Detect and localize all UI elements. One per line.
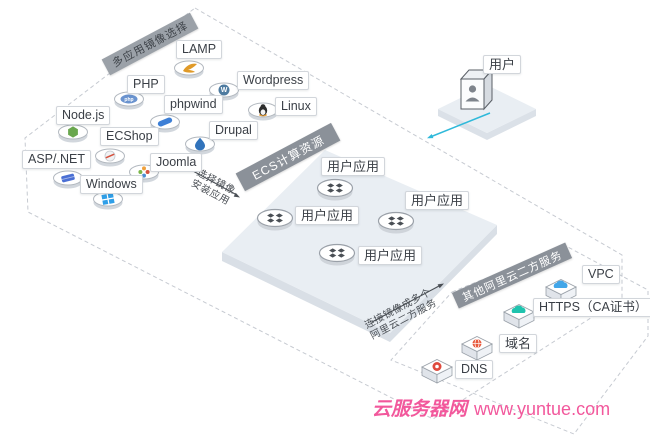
connect-arrow	[371, 283, 444, 323]
label-joomla: Joomla	[150, 153, 203, 172]
label-phpwind: phpwind	[164, 95, 223, 114]
lamp-icon	[174, 60, 204, 79]
linux-icon	[248, 102, 278, 121]
ecshop-icon	[95, 148, 125, 167]
label-domain: 域名	[499, 334, 538, 353]
nodejs-icon	[58, 124, 88, 143]
label-php: PHP	[127, 75, 165, 94]
user-platform-edge	[438, 109, 536, 140]
label-user-app-4: 用户应用	[358, 246, 423, 265]
label-wordpress: Wordpress	[237, 71, 310, 90]
aspnet-icon	[53, 170, 83, 189]
install-arrow	[192, 170, 240, 198]
label-user: 用户	[483, 55, 522, 74]
label-linux: Linux	[275, 97, 317, 116]
wordpress-icon: W	[209, 82, 239, 101]
user-icon	[459, 68, 494, 111]
user-to-ecs-arrow	[427, 112, 491, 139]
phpwind-icon	[150, 114, 180, 133]
outer-dashed-outline	[24, 7, 623, 420]
label-vpc: VPC	[582, 265, 620, 284]
php-icon: php	[114, 91, 144, 110]
watermark-url: www.yuntue.com	[474, 399, 611, 419]
label-ecshop: ECShop	[100, 127, 159, 146]
label-dns: DNS	[455, 360, 494, 379]
label-drupal: Drupal	[209, 121, 258, 140]
user-app-icon-2	[377, 211, 415, 235]
label-nodejs: Node.js	[56, 106, 111, 125]
watermark-site-name: 云服务器网	[372, 398, 468, 420]
label-user-app-1: 用户应用	[321, 157, 386, 176]
dns-icon	[421, 359, 453, 384]
label-user-app-2: 用户应用	[405, 191, 470, 210]
label-https: HTTPS（CA证书）	[533, 298, 650, 317]
user-app-icon-1	[316, 178, 354, 202]
domain-icon	[461, 336, 493, 361]
drupal-icon	[185, 136, 215, 155]
ecs-platform-edge	[222, 225, 497, 342]
label-user-app-3: 用户应用	[295, 206, 360, 225]
user-app-icon-4	[318, 243, 356, 267]
https-icon	[503, 304, 535, 329]
joomla-icon	[129, 164, 159, 183]
label-aspnet: ASP/.NET	[22, 150, 91, 169]
label-windows: Windows	[80, 175, 143, 194]
svg-text:php: php	[124, 97, 133, 103]
label-lamp: LAMP	[176, 40, 223, 59]
windows-icon	[93, 191, 123, 210]
svg-text:W: W	[221, 87, 228, 94]
watermark: 云服务器网 www.yuntue.com	[372, 394, 610, 421]
user-app-icon-3	[256, 208, 294, 232]
